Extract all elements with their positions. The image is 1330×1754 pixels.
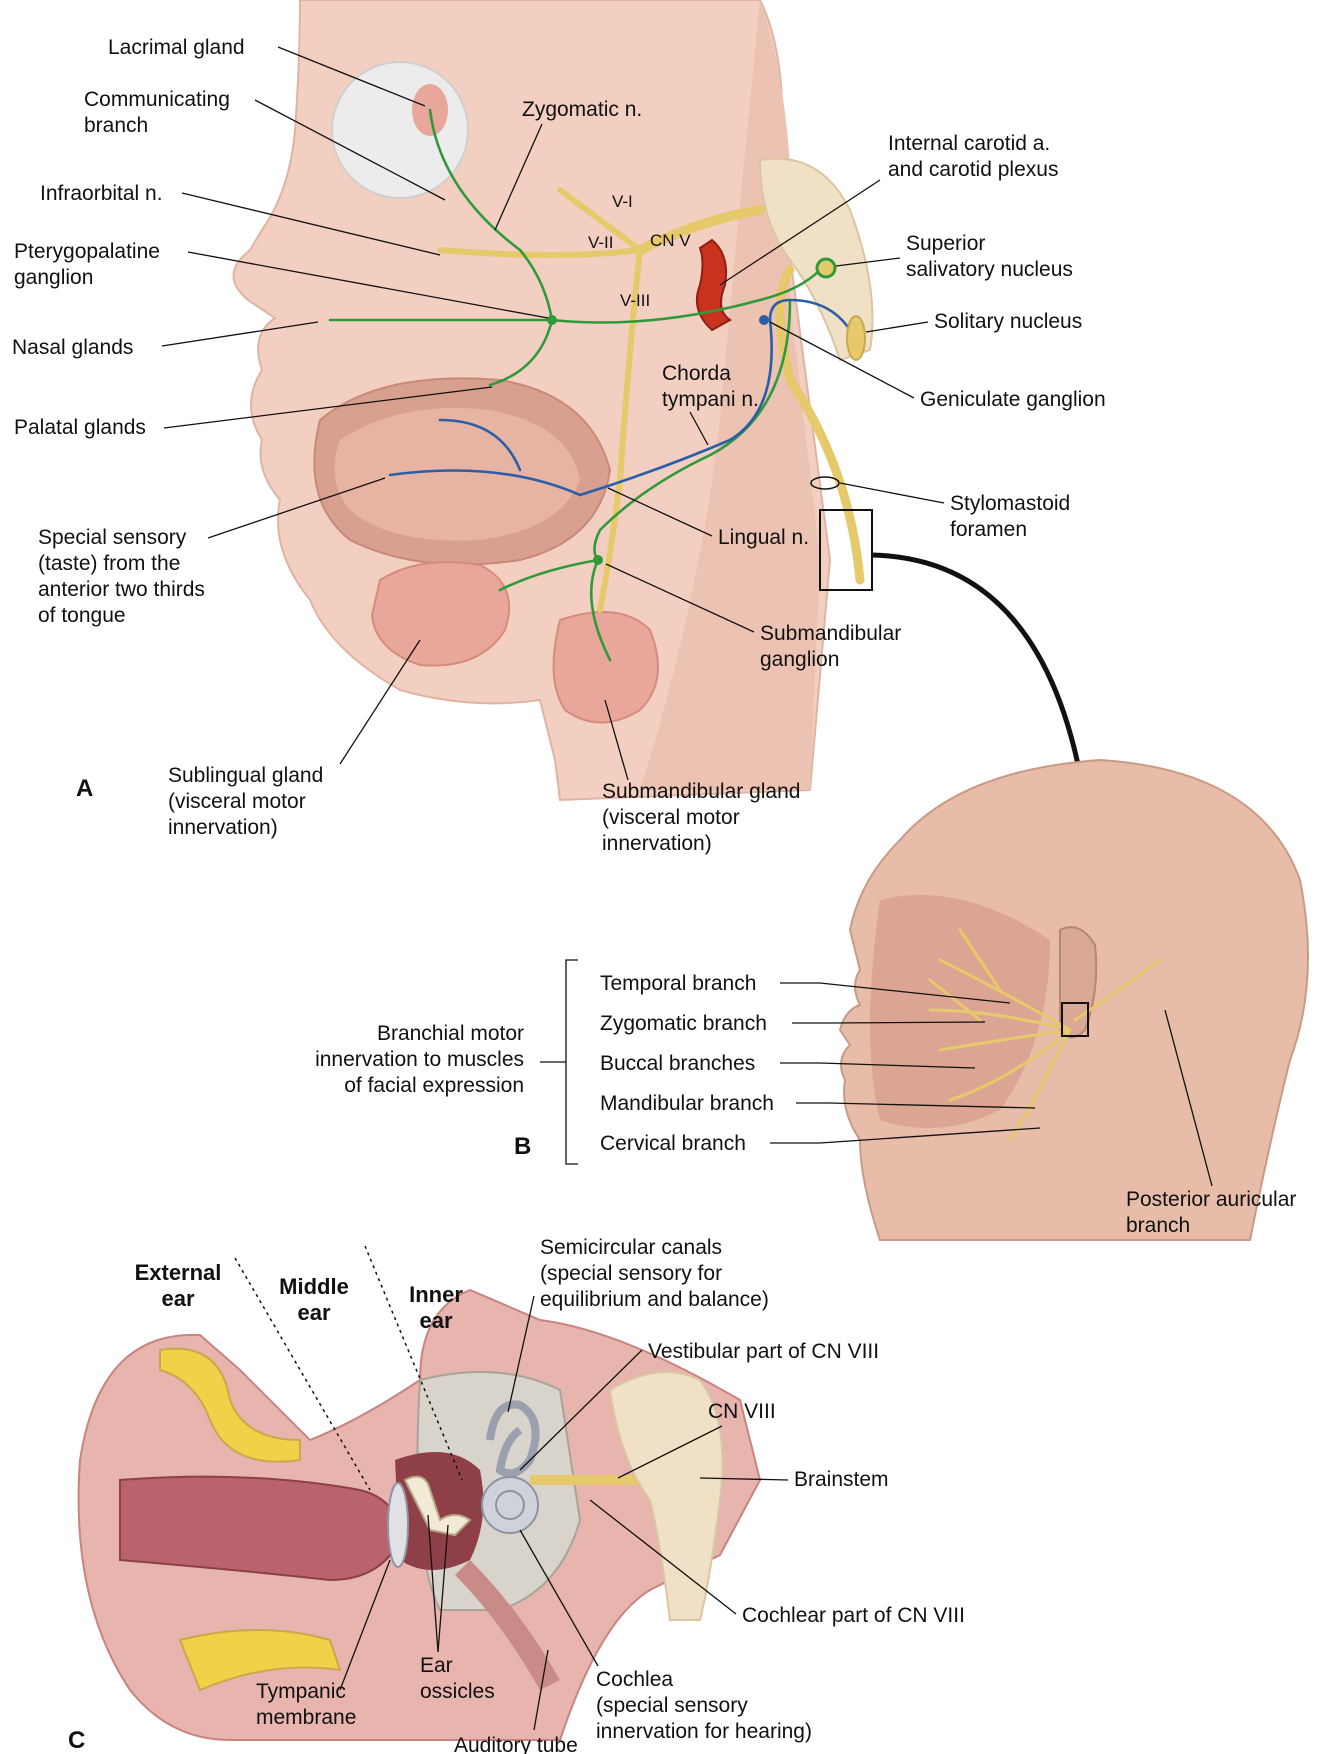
label-pterygopalatine-2: ganglion xyxy=(14,266,93,289)
panel-label-a: A xyxy=(76,775,93,802)
label-cochlear-part: Cochlear part of CN VIII xyxy=(742,1604,965,1627)
label-stylomastoid-1: Stylomastoid xyxy=(950,492,1070,515)
label-semicircular-3: equilibrium and balance) xyxy=(540,1288,769,1311)
label-branchial-2: innervation to muscles xyxy=(315,1048,524,1071)
label-submandibular-ganglion-2: ganglion xyxy=(760,648,839,671)
label-inner-ear-2: ear xyxy=(419,1308,452,1333)
panel-b-illustration xyxy=(840,760,1308,1240)
label-communicating-branch-1: Communicating xyxy=(84,88,230,111)
label-v2: V-II xyxy=(588,233,614,252)
label-internal-carotid-2: and carotid plexus xyxy=(888,158,1058,181)
label-tympanic-1: Tympanic xyxy=(256,1680,346,1703)
label-temporal-branch: Temporal branch xyxy=(600,972,756,995)
label-nasal-glands: Nasal glands xyxy=(12,336,133,359)
label-cervical-branch: Cervical branch xyxy=(600,1132,746,1155)
label-tympanic-2: membrane xyxy=(256,1706,356,1729)
label-v3: V-III xyxy=(620,291,650,310)
submandibular-gland-shape xyxy=(554,612,658,723)
label-cochlea-2: (special sensory xyxy=(596,1694,748,1717)
ear-canal xyxy=(120,1477,400,1580)
label-sublingual-gland-1: Sublingual gland xyxy=(168,764,323,787)
label-zygomatic-n: Zygomatic n. xyxy=(522,98,642,121)
label-auditory-tube: Auditory tube xyxy=(454,1734,578,1754)
label-external-ear-1: External xyxy=(135,1260,222,1285)
label-palatal-glands: Palatal glands xyxy=(14,416,146,439)
solitary-nucleus-shape xyxy=(847,316,865,360)
label-submandibular-gland-1: Submandibular gland xyxy=(602,780,800,803)
label-special-sensory-2: (taste) from the xyxy=(38,552,180,575)
label-cn-v: CN V xyxy=(650,231,691,250)
submandibular-ganglion-dot xyxy=(593,555,603,565)
label-inner-ear-1: Inner xyxy=(409,1282,463,1307)
label-branchial-3: of facial expression xyxy=(344,1074,524,1097)
label-middle-ear-2: ear xyxy=(297,1300,330,1325)
eyeball xyxy=(332,62,468,198)
label-submandibular-ganglion-1: Submandibular xyxy=(760,622,901,645)
cochlea-shape xyxy=(482,1477,538,1533)
label-special-sensory-1: Special sensory xyxy=(38,526,187,549)
label-ear-ossicles-2: ossicles xyxy=(420,1680,495,1703)
label-mandibular-branch: Mandibular branch xyxy=(600,1092,774,1115)
label-middle-ear-1: Middle xyxy=(279,1274,349,1299)
label-special-sensory-3: anterior two thirds xyxy=(38,578,205,601)
geniculate-ganglion-dot xyxy=(759,315,769,325)
label-posterior-auricular-2: branch xyxy=(1126,1214,1190,1237)
label-superior-salivatory-2: salivatory nucleus xyxy=(906,258,1073,281)
label-branchial-1: Branchial motor xyxy=(377,1022,524,1045)
label-pterygopalatine-1: Pterygopalatine xyxy=(14,240,160,263)
pterygopalatine-ganglion-dot xyxy=(547,315,557,325)
label-zygomatic-branch: Zygomatic branch xyxy=(600,1012,767,1035)
label-semicircular-2: (special sensory for xyxy=(540,1262,722,1285)
label-buccal-branches: Buccal branches xyxy=(600,1052,755,1075)
label-brainstem: Brainstem xyxy=(794,1468,889,1491)
label-internal-carotid-1: Internal carotid a. xyxy=(888,132,1050,155)
label-chorda-tympani-2: tympani n. xyxy=(662,388,759,411)
label-sublingual-gland-3: innervation) xyxy=(168,816,278,839)
panel-b-bracket xyxy=(566,960,578,1164)
label-solitary-nucleus: Solitary nucleus xyxy=(934,310,1082,333)
leader-stylomastoid xyxy=(840,483,944,503)
label-cochlea-3: innervation for hearing) xyxy=(596,1720,812,1743)
superior-salivatory-dot xyxy=(817,259,835,277)
label-posterior-auricular-1: Posterior auricular xyxy=(1126,1188,1296,1211)
label-submandibular-gland-3: innervation) xyxy=(602,832,712,855)
label-chorda-tympani-1: Chorda xyxy=(662,362,731,385)
label-v1: V-I xyxy=(612,192,633,211)
label-submandibular-gland-2: (visceral motor xyxy=(602,806,740,829)
label-geniculate-ganglion: Geniculate ganglion xyxy=(920,388,1106,411)
label-superior-salivatory-1: Superior xyxy=(906,232,985,255)
label-vestibular: Vestibular part of CN VIII xyxy=(648,1340,879,1363)
label-semicircular-1: Semicircular canals xyxy=(540,1236,722,1259)
tympanic-membrane-shape xyxy=(388,1483,408,1567)
label-special-sensory-4: of tongue xyxy=(38,604,126,627)
label-lacrimal-gland: Lacrimal gland xyxy=(108,36,245,59)
label-stylomastoid-2: foramen xyxy=(950,518,1027,541)
label-communicating-branch-2: branch xyxy=(84,114,148,137)
panel-label-c: C xyxy=(68,1727,85,1754)
label-cn-viii: CN VIII xyxy=(708,1400,776,1423)
label-cochlea-1: Cochlea xyxy=(596,1668,673,1691)
label-infraorbital-n: Infraorbital n. xyxy=(40,182,163,205)
label-ear-ossicles-1: Ear xyxy=(420,1654,453,1677)
label-external-ear-2: ear xyxy=(161,1286,194,1311)
label-lingual-n: Lingual n. xyxy=(718,526,809,549)
leader-solitary-nucleus xyxy=(866,322,928,332)
label-sublingual-gland-2: (visceral motor xyxy=(168,790,306,813)
panel-label-b: B xyxy=(514,1133,531,1160)
